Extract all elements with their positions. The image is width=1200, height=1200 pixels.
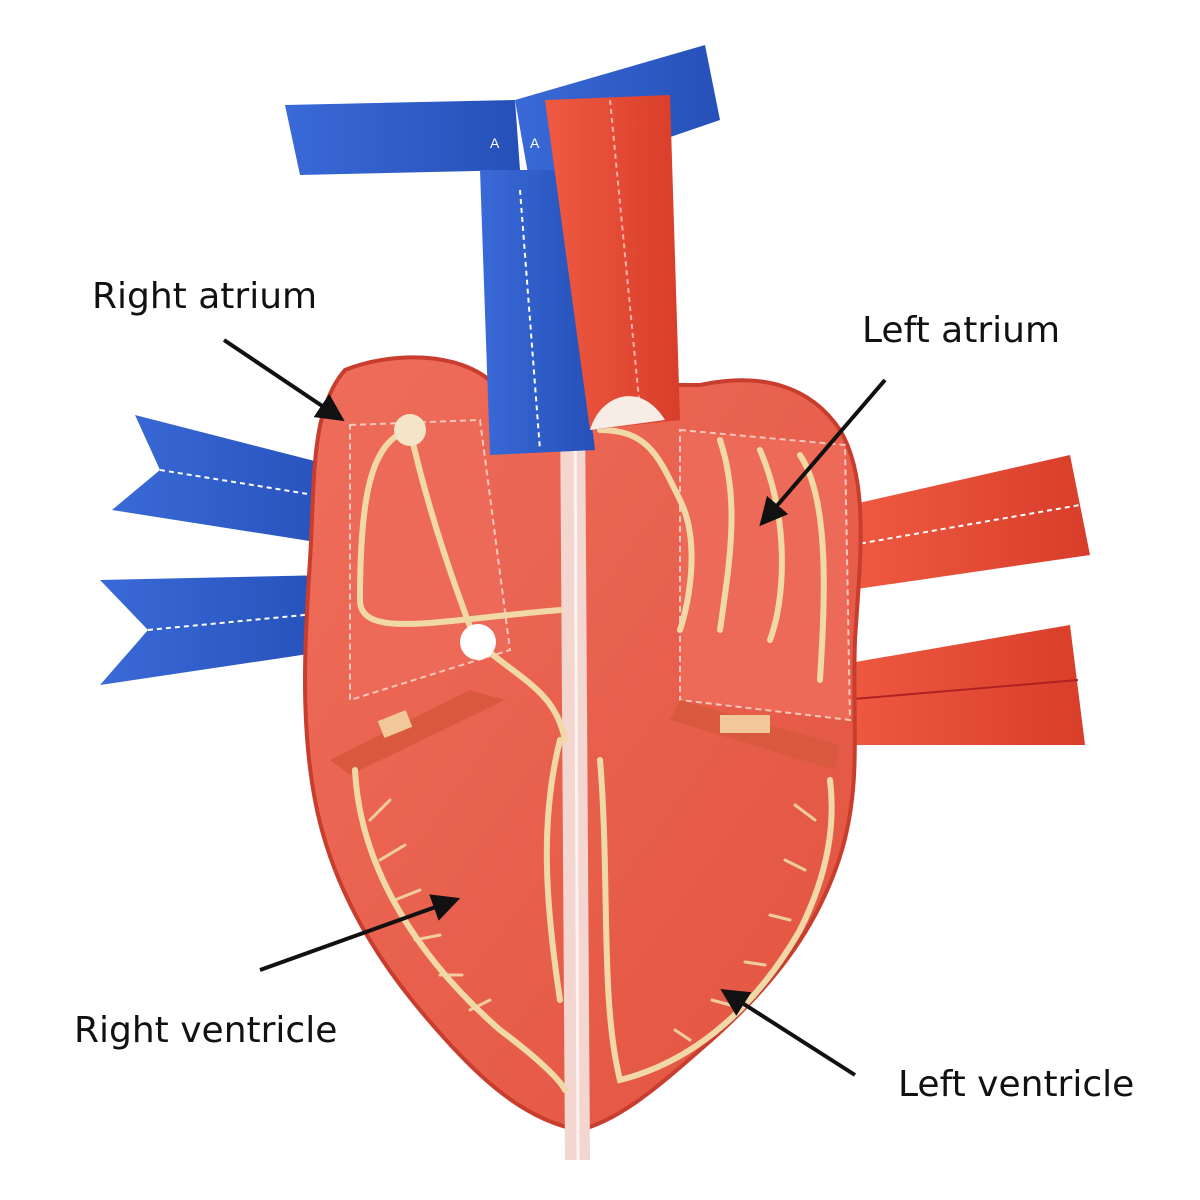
label-right-atrium: Right atrium — [92, 276, 318, 317]
arrow-left-ventricle — [720, 988, 857, 1077]
arrow-right-atrium — [222, 338, 345, 422]
label-left-ventricle: Left ventricle — [898, 1064, 1135, 1105]
tricuspid-valve — [330, 690, 505, 775]
lower-right-red-vessel — [838, 625, 1085, 745]
label-left-atrium: Left atrium — [862, 310, 1061, 351]
sa-node — [394, 414, 426, 446]
conduction-system — [352, 427, 835, 1093]
upper-right-red-vessel — [850, 455, 1090, 590]
vessel-mark-left: A — [490, 135, 500, 151]
vessel-mark-right: A — [530, 135, 540, 151]
lower-left-blue-vessel — [100, 575, 335, 685]
mitral-valve — [670, 700, 840, 770]
right-vessels — [838, 455, 1090, 745]
upper-left-blue-vessel — [112, 415, 350, 545]
arrow-right-ventricle — [259, 894, 461, 972]
left-vessels — [100, 415, 350, 685]
left-atrium-chamber — [679, 428, 852, 722]
label-right-ventricle: Right ventricle — [74, 1010, 338, 1051]
aorta — [545, 95, 680, 430]
arrow-left-atrium — [759, 378, 887, 527]
av-node — [460, 624, 496, 660]
